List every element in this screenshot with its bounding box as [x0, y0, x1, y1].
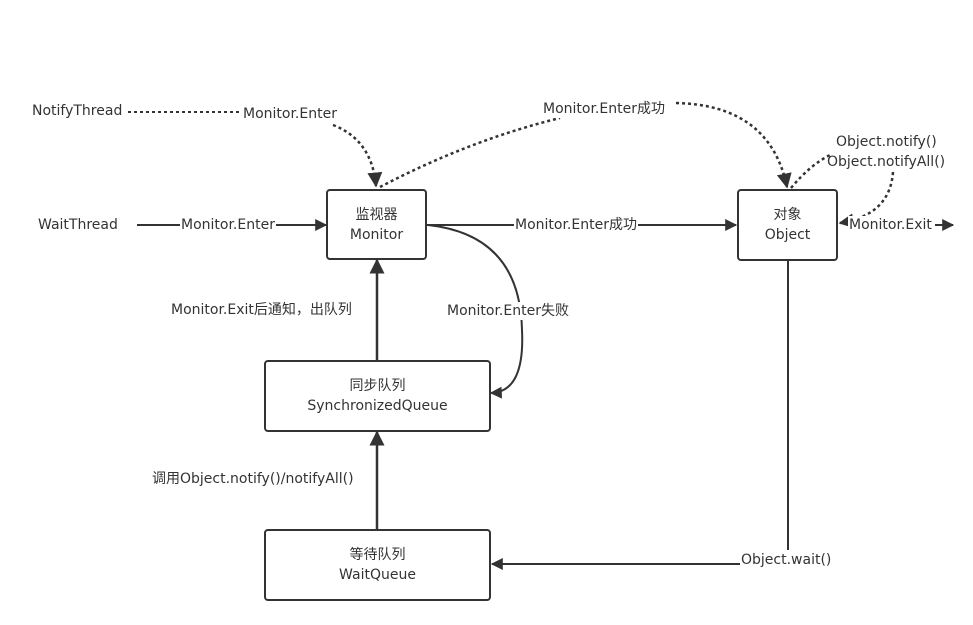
edge-label-notify-call: 调用Object.notify()/notifyAll() [152, 471, 354, 487]
edge-label-enter-failed: Monitor.Enter失败 [446, 302, 570, 320]
object-node-title-cn: 对象 [773, 207, 802, 223]
monitor-node-title-en: Monitor [349, 226, 404, 243]
wait-queue-node-title-en: WaitQueue [339, 567, 416, 583]
edge-label-monitor-exit: Monitor.Exit [848, 216, 933, 234]
sync-queue-node[interactable]: 同步队列 SynchronizedQueue [264, 360, 491, 432]
wait-thread-label: WaitThread [37, 216, 119, 234]
monitor-node[interactable]: 监视器 Monitor [326, 189, 427, 260]
object-node[interactable]: 对象 Object [737, 189, 838, 261]
edge-label-object-notify-all: Object.notifyAll() [827, 154, 946, 170]
sync-queue-node-title-cn: 同步队列 [349, 378, 406, 394]
edge-label-wait-monitor-enter: Monitor.Enter [180, 216, 276, 234]
edge-object-notify-dotted [790, 153, 831, 189]
wait-queue-node[interactable]: 等待队列 WaitQueue [264, 529, 491, 601]
object-node-title-en: Object [764, 227, 811, 243]
edge-label-exit-notify-dequeue: Monitor.Exit后通知，出队列 [171, 302, 352, 318]
edge-dotted-monitor-to-label [379, 116, 561, 189]
notify-thread-label: NotifyThread [31, 102, 124, 120]
sync-queue-node-title-en: SynchronizedQueue [307, 398, 448, 414]
edge-label-notify-monitor-enter: Monitor.Enter [242, 105, 338, 123]
edge-label-solid-enter-success: Monitor.Enter成功 [514, 216, 638, 234]
edge-notify-all-to-object [838, 171, 895, 229]
edge-label-object-notify: Object.notify() [836, 134, 937, 150]
edge-label-dotted-enter-success: Monitor.Enter成功 [542, 100, 666, 118]
monitor-node-title-cn: 监视器 [355, 206, 398, 223]
edge-notify-enter-to-monitor [332, 123, 383, 188]
wait-queue-node-title-cn: 等待队列 [349, 547, 406, 563]
edge-label-object-wait: Object.wait() [740, 551, 833, 569]
edge-dotted-label-to-object [675, 101, 792, 189]
